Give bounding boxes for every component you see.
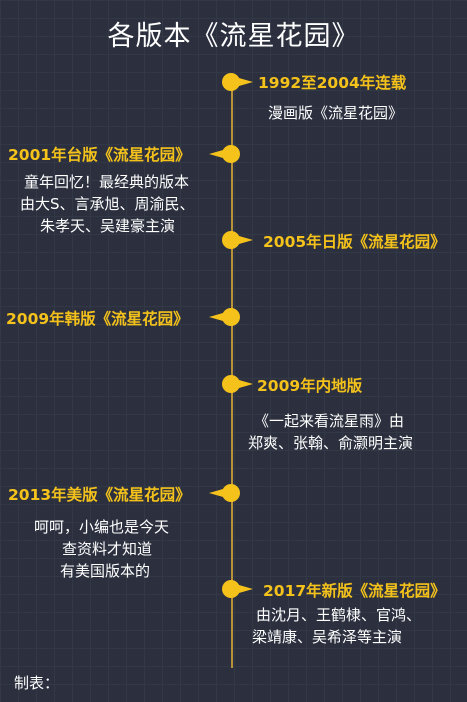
timeline-dot	[222, 375, 240, 393]
event-desc-line: 有美国版本的	[60, 562, 151, 580]
timeline-dot	[222, 145, 240, 163]
pointer-left-icon	[209, 489, 223, 497]
event-desc-line: 由大S、言承旭、周渝民、	[20, 195, 195, 213]
event-desc-line: 郑爽、张翰、俞灏明主演	[248, 434, 414, 452]
timeline-dot	[222, 484, 240, 502]
pointer-right-icon	[239, 585, 253, 593]
event-heading: 2009年内地版	[257, 377, 363, 395]
event-desc-line: 梁靖康、吴希泽等主演	[252, 628, 403, 646]
timeline-dot	[222, 73, 240, 91]
event-heading: 2013年美版《流星花园》	[8, 486, 191, 504]
event-heading: 1992至2004年连载	[258, 74, 407, 92]
page-title: 各版本《流星花园》	[107, 21, 360, 52]
pointer-left-icon	[209, 150, 223, 158]
event-desc-line: 查资料才知道	[62, 540, 153, 558]
pointer-left-icon	[209, 313, 223, 321]
event-desc-line: 《一起来看流星雨》由	[254, 412, 405, 430]
event-heading: 2001年台版《流星花园》	[8, 146, 191, 164]
timeline-dot	[222, 308, 240, 326]
event-desc-line: 呵呵，小编也是今天	[34, 518, 170, 536]
timeline-dot	[222, 580, 240, 598]
footer-label: 制表：	[14, 674, 60, 692]
event-desc-line: 由沈月、王鹤棣、官鸿、	[256, 606, 422, 624]
event-heading: 2009年韩版《流星花园》	[6, 310, 189, 328]
pointer-right-icon	[239, 236, 253, 244]
event-heading: 2005年日版《流星花园》	[263, 233, 446, 251]
timeline-dot	[222, 231, 240, 249]
timeline-axis	[231, 78, 233, 668]
event-desc-line: 漫画版《流星花园》	[268, 104, 404, 122]
pointer-right-icon	[239, 78, 253, 86]
event-desc-line: 童年回忆！最经典的版本	[24, 173, 190, 191]
event-desc-line: 朱孝天、吴建豪主演	[40, 217, 176, 235]
pointer-right-icon	[239, 380, 253, 388]
event-heading: 2017年新版《流星花园》	[263, 582, 446, 600]
